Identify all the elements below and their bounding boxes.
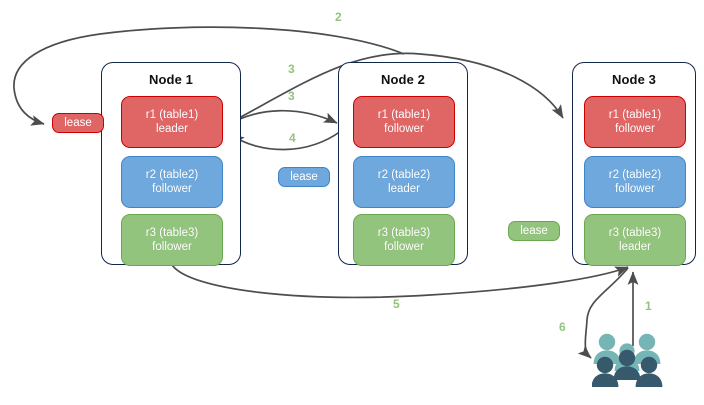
edge-label-3-upper: 3 bbox=[288, 62, 295, 76]
lease-badge-table1[interactable]: lease bbox=[52, 113, 104, 133]
edge-4-path bbox=[230, 130, 342, 151]
replica-node2-r3[interactable]: r3 (table3) follower bbox=[353, 214, 455, 266]
lease-badge-table2[interactable]: lease bbox=[278, 167, 330, 187]
replica-role: leader bbox=[619, 241, 651, 253]
people-group-icon[interactable] bbox=[592, 332, 664, 390]
edge-label-4: 4 bbox=[289, 131, 296, 145]
replica-role: follower bbox=[384, 241, 424, 253]
edge-label-5: 5 bbox=[393, 297, 400, 311]
replica-name: r2 (table2) bbox=[377, 169, 431, 181]
replica-name: r1 (table1) bbox=[145, 109, 199, 121]
node-title-node2: Node 2 bbox=[381, 72, 425, 87]
replica-node1-r1[interactable]: r1 (table1) leader bbox=[121, 96, 223, 148]
replica-role: follower bbox=[152, 241, 192, 253]
replica-node1-r3[interactable]: r3 (table3) follower bbox=[121, 214, 223, 266]
replica-node3-r1[interactable]: r1 (table1) follower bbox=[584, 96, 686, 148]
edge-label-3-lower: 3 bbox=[288, 89, 295, 103]
edge-label-6: 6 bbox=[559, 320, 566, 334]
node-title-node1: Node 1 bbox=[149, 72, 193, 87]
replica-name: r3 (table3) bbox=[608, 227, 662, 239]
replica-role: follower bbox=[615, 183, 655, 195]
node-box-node3[interactable]: Node 3 r1 (table1) follower r2 (table2) … bbox=[572, 62, 696, 266]
replica-node3-r2[interactable]: r2 (table2) follower bbox=[584, 156, 686, 208]
replica-name: r1 (table1) bbox=[377, 109, 431, 121]
replica-name: r3 (table3) bbox=[377, 227, 431, 239]
replica-role: follower bbox=[152, 183, 192, 195]
replica-name: r3 (table3) bbox=[145, 227, 199, 239]
replica-role: follower bbox=[384, 123, 424, 135]
node-box-node1[interactable]: Node 1 r1 (table1) leader r2 (table2) fo… bbox=[101, 62, 241, 266]
edge-5-path bbox=[171, 264, 629, 299]
replica-node1-r2[interactable]: r2 (table2) follower bbox=[121, 156, 223, 208]
replica-node2-r1[interactable]: r1 (table1) follower bbox=[353, 96, 455, 148]
replica-role: follower bbox=[615, 123, 655, 135]
replica-node3-r3[interactable]: r3 (table3) leader bbox=[584, 214, 686, 266]
replica-name: r2 (table2) bbox=[145, 169, 199, 181]
replica-name: r2 (table2) bbox=[608, 169, 662, 181]
replica-node2-r2[interactable]: r2 (table2) leader bbox=[353, 156, 455, 208]
replica-role: leader bbox=[156, 123, 188, 135]
node-title-node3: Node 3 bbox=[612, 72, 656, 87]
node-box-node2[interactable]: Node 2 r1 (table1) follower r2 (table2) … bbox=[338, 62, 468, 266]
edge-label-2: 2 bbox=[335, 10, 342, 24]
lease-badge-table3[interactable]: lease bbox=[508, 221, 560, 241]
replica-name: r1 (table1) bbox=[608, 109, 662, 121]
replica-role: leader bbox=[388, 183, 420, 195]
edge-label-1: 1 bbox=[645, 299, 652, 313]
